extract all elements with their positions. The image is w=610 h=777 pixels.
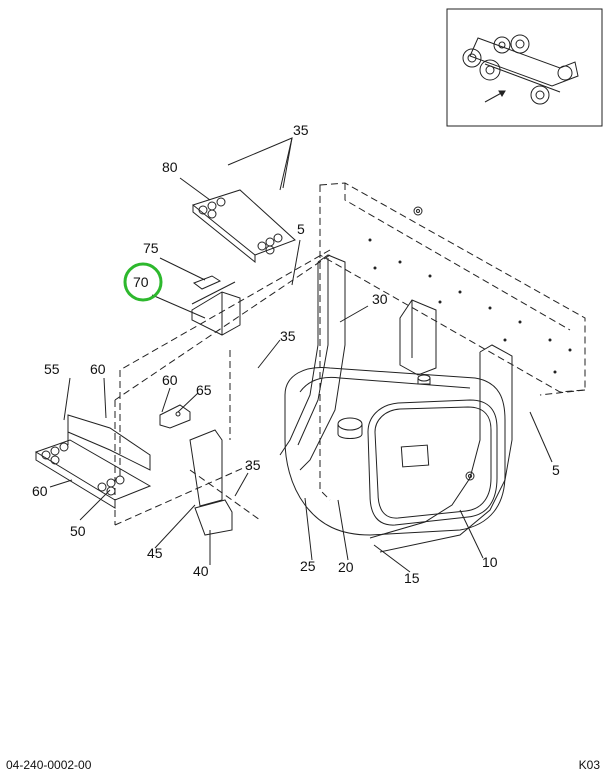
plate-75: [192, 275, 222, 290]
callout-35-mid: 35: [280, 328, 296, 344]
inset-arrow-icon: [484, 90, 506, 103]
step-plate-lower: [34, 439, 152, 509]
callout-55: 55: [44, 361, 60, 377]
callout-60-c: 60: [32, 483, 48, 499]
inset-chassis-icon: [462, 34, 579, 105]
callout-50: 50: [70, 523, 86, 539]
callout-80: 80: [162, 159, 178, 175]
callout-70: 70: [133, 274, 149, 290]
callout-10: 10: [482, 554, 498, 570]
callout-5-top: 5: [297, 221, 305, 237]
frame-bolt: [413, 206, 423, 216]
callout-5-right: 5: [552, 462, 560, 478]
callout-45: 45: [147, 545, 163, 561]
callout-60-a: 60: [90, 361, 106, 377]
vent-valve: [417, 374, 431, 385]
callout-25: 25: [300, 558, 316, 574]
sheet-code: K03: [578, 758, 600, 772]
callout-35-low: 35: [245, 457, 261, 473]
fuel-tank: [284, 366, 506, 536]
bracket-rear: [399, 299, 437, 376]
support-bracket: [67, 414, 151, 471]
callout-30: 30: [372, 291, 388, 307]
callout-15: 15: [404, 570, 420, 586]
filler-cap: [337, 417, 363, 439]
step-plate-top: [191, 189, 296, 264]
tank-strap-rear: [369, 344, 513, 553]
assembly-drawing: [34, 137, 586, 573]
callout-labels: 35 80 5 75 70 30 35 55 60 60 65 35 5 60 …: [32, 122, 560, 586]
tank-strap-front: [279, 254, 346, 471]
callout-40: 40: [193, 563, 209, 579]
inset-locator-view: [446, 8, 603, 127]
callout-75: 75: [143, 240, 159, 256]
callout-35-top: 35: [293, 122, 309, 138]
callout-60-b: 60: [162, 372, 178, 388]
leader-lines: [49, 137, 553, 573]
step-bracket: [189, 429, 233, 536]
document-number: 04-240-0002-00: [6, 758, 92, 772]
clip-65: [159, 404, 191, 429]
mount-bracket-70: [191, 281, 241, 336]
frame-bolt-holes: [368, 238, 572, 374]
highlight-ring: [123, 262, 163, 302]
callout-20: 20: [338, 559, 354, 575]
frame-rail: [114, 182, 586, 526]
callout-65: 65: [196, 382, 212, 398]
